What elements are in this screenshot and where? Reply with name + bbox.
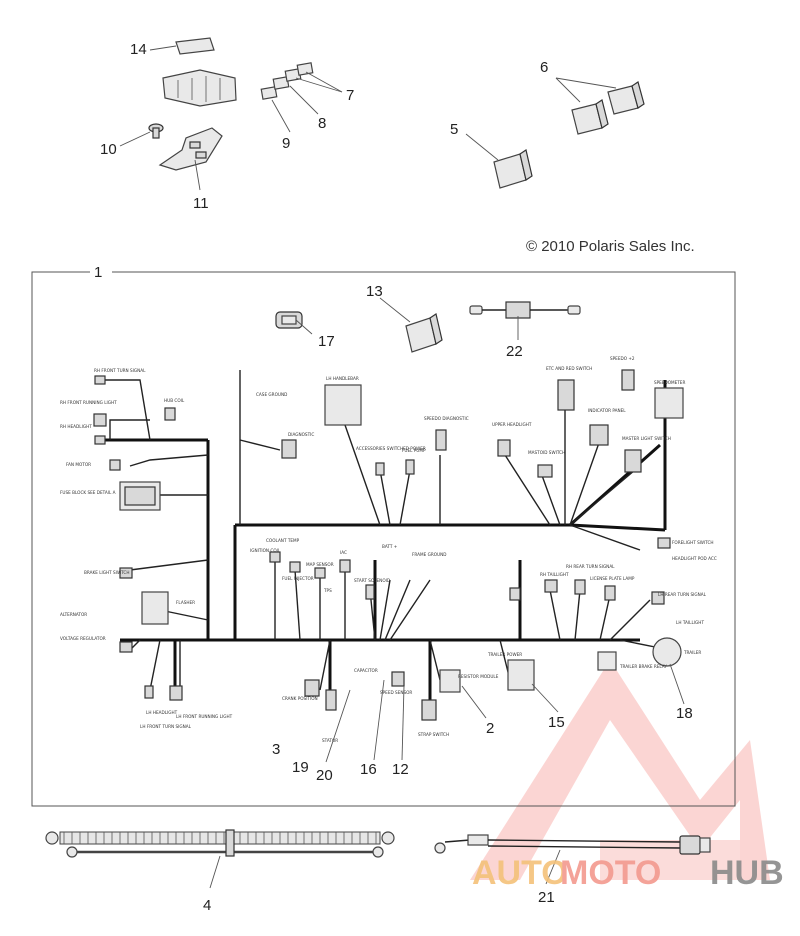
label-lh-handlebar: LH HANDLEBAR: [326, 376, 359, 381]
label-strap-switch: STRAP SWITCH: [418, 732, 449, 737]
watermark-auto: AUTO: [472, 854, 568, 892]
callout-4: 4: [203, 897, 211, 914]
callout-20: 20: [316, 767, 333, 784]
label-frame-ground: FRAME GROUND: [412, 552, 446, 557]
label-rh-rear-turn: RH REAR TURN SIGNAL: [566, 564, 615, 569]
label-crank-position: CRANK POSITION: [282, 696, 318, 701]
label-lh-front-running: LH FRONT RUNNING LIGHT: [176, 714, 233, 719]
label-voltage-regulator: VOLTAGE REGULATOR: [60, 636, 106, 641]
copyright-notice: © 2010 Polaris Sales Inc.: [526, 238, 695, 255]
label-fuse-block: FUSE BLOCK SEE DETAIL A: [60, 490, 116, 495]
label-rh-front-running: RH FRONT RUNNING LIGHT: [60, 400, 117, 405]
label-iac: IAC: [340, 550, 347, 555]
label-upper-headlight: UPPER HEADLIGHT: [492, 422, 532, 427]
callout-8: 8: [318, 115, 326, 132]
label-etc-switch: ETC AND RED SWITCH: [546, 366, 592, 371]
callout-18: 18: [676, 705, 693, 722]
label-accessories: ACCESSORIES SWITCHED POWER: [356, 446, 426, 451]
harness-21-part: [434, 834, 711, 855]
label-map-sensor: MAP SENSOR: [306, 562, 334, 567]
label-trailer: TRAILER: [683, 650, 701, 655]
label-trailer-brake-relay: TRAILER BRAKE RELAY: [619, 664, 667, 669]
callout-7: 7: [346, 87, 354, 104]
label-license-plate-lamp: LICENSE PLATE LAMP: [590, 576, 635, 581]
label-rh-headlight: RH HEADLIGHT: [60, 424, 92, 429]
label-batt: BATT +: [382, 544, 398, 549]
label-lh-rear-turn: LH REAR TURN SIGNAL: [658, 592, 707, 597]
callout-13: 13: [366, 283, 383, 300]
label-master-light-switch: MASTER LIGHT SWITCH: [622, 436, 671, 441]
callout-19: 19: [292, 759, 309, 776]
label-fuel-injector: FUEL INJECTOR: [282, 576, 314, 581]
label-lh-front-turn: LH FRONT TURN SIGNAL: [140, 724, 192, 729]
callout-1: 1: [94, 264, 102, 281]
callout-6: 6: [540, 59, 548, 76]
label-case-ground: CASE GROUND: [256, 392, 287, 397]
component-labels: RH FRONT TURN SIGNAL RH FRONT RUNNING LI…: [60, 356, 717, 743]
callout-15: 15: [548, 714, 565, 731]
label-coolant-temp: COOLANT TEMP: [266, 538, 300, 543]
label-stator: STATOR: [322, 738, 338, 743]
callout-21: 21: [538, 889, 555, 906]
label-alternator: ALTERNATOR: [60, 612, 87, 617]
label-ignition-coil: IGNITION COIL: [250, 548, 281, 553]
harness-frame: [31, 271, 736, 807]
label-fuel-pump: FUEL PUMP: [402, 448, 426, 453]
callout-2: 2: [486, 720, 494, 737]
cable-4-part: [45, 829, 395, 858]
callout-14: 14: [130, 41, 147, 58]
leader-lines: [119, 45, 685, 889]
label-hub-coil: HUB COIL: [164, 398, 185, 403]
label-lh-taillight: LH TAILLIGHT: [676, 620, 704, 625]
watermark-text: AUTO MOTO HUB: [472, 854, 784, 892]
bracket-part: [148, 123, 223, 171]
callout-3: 3: [272, 741, 280, 758]
label-rh-taillight: RH TAILLIGHT: [540, 572, 569, 577]
label-capacitor: CAPACITOR: [354, 668, 378, 673]
label-mastoid-switch: MASTOID SWITCH: [528, 450, 565, 455]
connectors: [93, 369, 684, 721]
callout-9: 9: [282, 135, 290, 152]
relay-13-part: [405, 313, 443, 353]
label-lh-headlight: LH HEADLIGHT: [146, 710, 178, 715]
label-brake-light-switch: BRAKE LIGHT SWITCH: [84, 570, 129, 575]
label-speed-sensor: SPEED SENSOR: [380, 690, 412, 695]
label-resistor-module: RESISTOR MODULE: [458, 674, 499, 679]
label-flasher: FLASHER: [176, 600, 195, 605]
connector-17-part: [275, 311, 303, 329]
label-diagnostic: DIAGNOSTIC: [288, 432, 314, 437]
callout-16: 16: [360, 761, 377, 778]
label-headlight-switch: FORELIGHT SWITCH: [672, 540, 714, 545]
callout-11: 11: [193, 195, 209, 212]
callout-5: 5: [450, 121, 458, 138]
label-speedo-diagnostic: SPEEDO DIAGNOSTIC: [424, 416, 469, 421]
watermark-hub: HUB: [710, 854, 784, 892]
watermark-moto: MOTO: [560, 854, 661, 892]
label-fan-motor: FAN MOTOR: [66, 462, 91, 467]
label-trailer-power: TRAILER POWER: [487, 652, 522, 657]
label-headlight-pod: HEADLIGHT POD ACC: [672, 556, 717, 561]
callout-17: 17: [318, 333, 335, 350]
relays-6-part: [571, 81, 645, 135]
relay-5-part: [493, 149, 533, 189]
main-harness: [100, 380, 667, 700]
label-start-solenoid: START SOLENOID: [354, 578, 390, 583]
label-speedometer: SPEEDOMETER: [654, 380, 685, 385]
label-tps: TPS: [323, 588, 332, 593]
label-speedo: SPEEDO +2: [610, 356, 635, 361]
label-rh-front-turn: RH FRONT TURN SIGNAL: [94, 368, 146, 373]
resistor-22-part: [469, 301, 581, 319]
branch-wires: [100, 370, 671, 700]
callout-numbers: 14 10 11 9 8 7 6 5 © 2010 Polaris Sales …: [94, 41, 695, 914]
callout-22: 22: [506, 343, 523, 360]
fuse-cover-part: [162, 37, 237, 107]
label-indicator-panel: INDICATOR PANEL: [588, 408, 626, 413]
callout-12: 12: [392, 761, 409, 778]
callout-10: 10: [100, 141, 117, 158]
